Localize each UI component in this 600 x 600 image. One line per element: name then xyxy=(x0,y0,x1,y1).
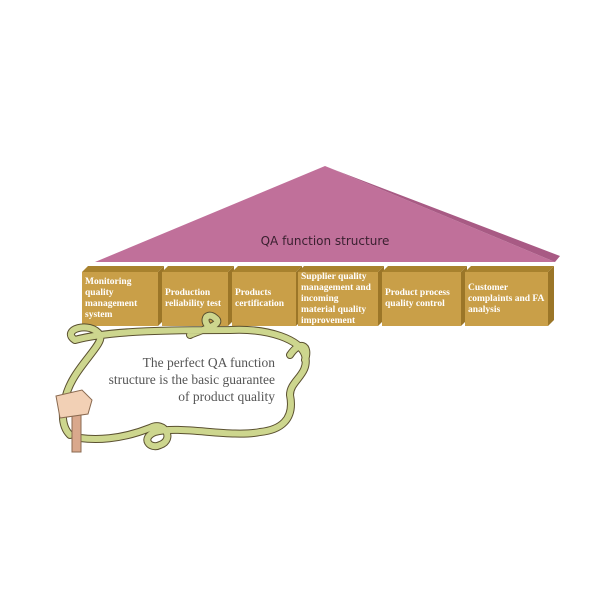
function-block: Production reliability test xyxy=(165,288,222,309)
function-block: Products certification xyxy=(235,288,285,309)
block-top xyxy=(82,266,164,272)
roof-shade xyxy=(325,166,560,262)
function-block: Product process quality control xyxy=(385,288,450,309)
block-front xyxy=(82,272,158,326)
block-top xyxy=(232,266,302,272)
function-block: Monitoring quality management system xyxy=(85,277,138,320)
block-front xyxy=(232,272,296,326)
quality-note: The perfect QA function structure is the… xyxy=(108,355,275,404)
block-top xyxy=(465,266,554,272)
ribbon-frame xyxy=(58,311,311,451)
block-front xyxy=(465,272,548,326)
block-front xyxy=(382,272,461,326)
roof-title: QA function structure xyxy=(260,234,390,248)
roof xyxy=(95,166,555,262)
hammer-icon xyxy=(55,389,93,453)
block-shapes xyxy=(82,266,554,326)
block-top xyxy=(382,266,467,272)
block-top xyxy=(298,266,384,272)
function-block: Supplier quality management and incoming… xyxy=(301,271,371,326)
block-top xyxy=(162,266,234,272)
block-side xyxy=(548,266,554,326)
function-block: Customer complaints and FA analysis xyxy=(468,282,544,315)
block-front xyxy=(298,272,378,326)
